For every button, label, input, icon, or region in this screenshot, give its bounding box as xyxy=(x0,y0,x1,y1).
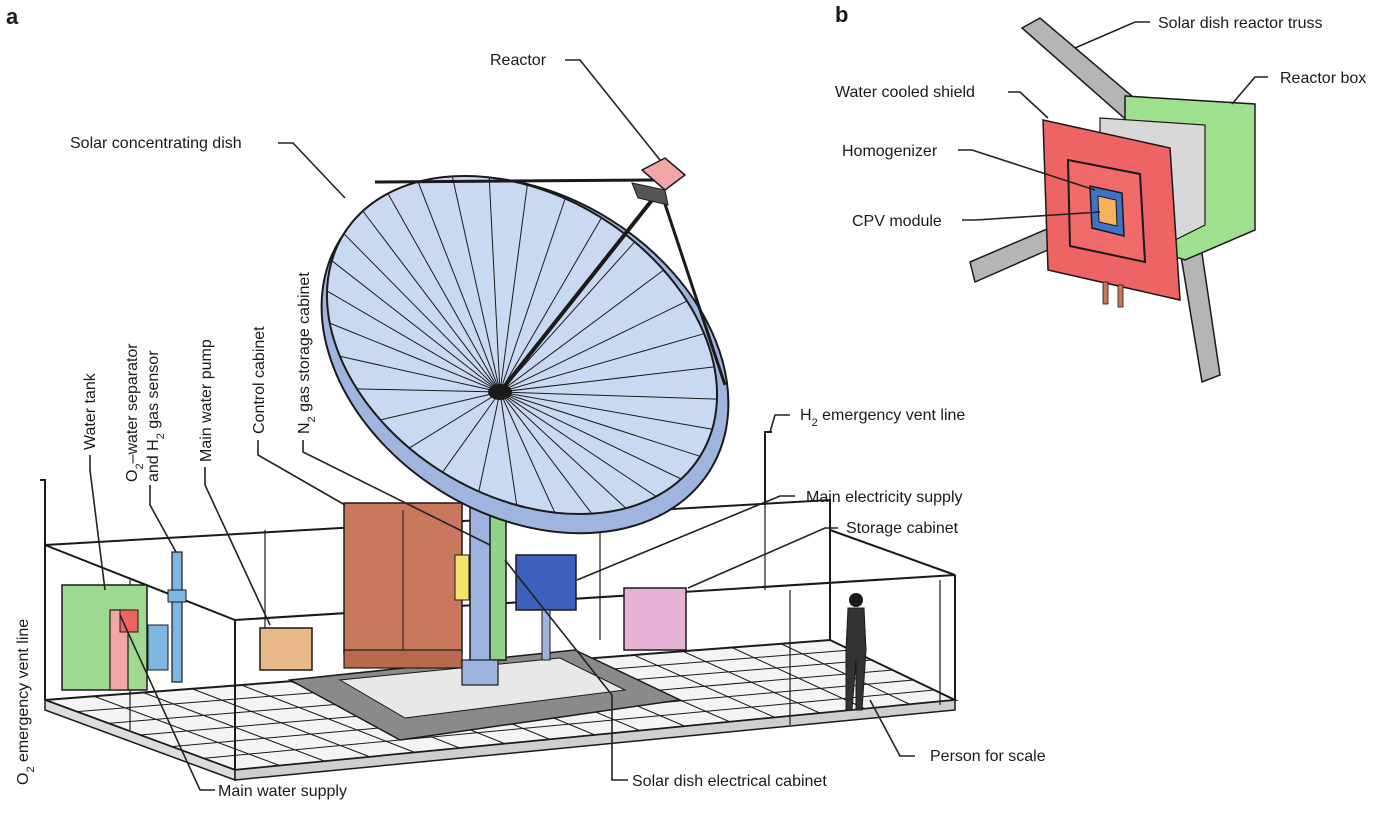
dish-rib xyxy=(499,391,657,497)
dish-rib xyxy=(451,176,501,393)
dish-rib xyxy=(409,391,501,449)
label-truss: Solar dish reactor truss xyxy=(1158,15,1323,32)
dish-rib xyxy=(499,366,715,393)
label-dish-electrical: Solar dish electrical cabinet xyxy=(632,773,827,790)
label-reactor-box: Reactor box xyxy=(1280,70,1366,87)
dish-rib xyxy=(499,391,718,400)
label-separator-line2: and H2 gas sensor xyxy=(145,350,167,482)
dish-rib xyxy=(499,198,566,393)
dish-rib xyxy=(478,391,501,492)
dish-rib xyxy=(331,260,501,393)
leader-lines-b xyxy=(958,21,1268,221)
solar-concentrating-dish xyxy=(320,174,730,535)
label-control-cabinet: Control cabinet xyxy=(251,326,268,434)
solar-dish-electrical-cabinet xyxy=(515,554,577,661)
dish-rib xyxy=(380,391,501,421)
label-n2-cabinet: N2 gas storage cabinet xyxy=(296,272,318,434)
n2-cabinet xyxy=(454,509,507,661)
label-homogenizer: Homogenizer xyxy=(842,143,938,160)
panel-a-label: a xyxy=(6,4,19,29)
dish-rib xyxy=(362,210,501,393)
dish-rib xyxy=(387,193,501,393)
o2-separator xyxy=(147,551,187,683)
dish-rib xyxy=(499,184,528,393)
dish-rib xyxy=(499,391,518,506)
label-main-electricity: Main electricity supply xyxy=(806,489,963,506)
label-h2-vent: H2 emergency vent line xyxy=(800,407,965,429)
label-o2-vent: O2 emergency vent line xyxy=(15,619,37,785)
label-cpv: CPV module xyxy=(852,213,942,230)
dish-rib xyxy=(499,217,602,393)
storage-cabinet xyxy=(623,587,687,651)
dish-rib xyxy=(326,290,501,393)
dish-rib xyxy=(488,177,501,393)
dish-rib xyxy=(343,233,501,393)
label-main-water-supply: Main water supply xyxy=(218,783,347,800)
floor-grid-line xyxy=(203,689,935,759)
railing-frame xyxy=(40,431,956,770)
dish-rib xyxy=(499,391,701,457)
label-storage-cabinet: Storage cabinet xyxy=(846,520,959,537)
dish-rib xyxy=(329,322,501,393)
reactor-detail xyxy=(969,17,1256,384)
main-water-pump xyxy=(259,627,313,671)
label-main-water-pump: Main water pump xyxy=(198,339,215,462)
dish-rib xyxy=(499,391,627,509)
control-cabinet xyxy=(343,502,463,669)
dish-rib xyxy=(339,355,501,393)
reactor xyxy=(631,157,687,206)
dish-rib xyxy=(499,241,636,393)
dish-pole xyxy=(461,459,499,686)
label-shield: Water cooled shield xyxy=(835,84,975,101)
platform-floor xyxy=(44,638,959,782)
dish-rib xyxy=(499,391,556,513)
panel-b-label: b xyxy=(835,2,848,27)
dish-rib xyxy=(499,391,713,430)
dish-rib xyxy=(356,388,501,393)
dish-rib xyxy=(417,181,501,393)
dish-rib xyxy=(499,391,682,480)
label-water-tank: Water tank xyxy=(82,372,99,450)
leader-lines-a xyxy=(89,59,915,791)
label-solar-dish: Solar concentrating dish xyxy=(70,135,242,152)
dish-rib xyxy=(499,269,664,393)
water-tank xyxy=(61,584,148,691)
dish-rib xyxy=(499,333,705,393)
dish-rib xyxy=(499,300,688,393)
label-reactor: Reactor xyxy=(490,52,547,69)
label-person: Person for scale xyxy=(930,748,1046,765)
label-separator-line1: O2–water separator xyxy=(124,343,146,482)
dish-rib xyxy=(499,391,593,514)
dish-rib xyxy=(442,391,501,473)
person-silhouette xyxy=(845,593,867,711)
